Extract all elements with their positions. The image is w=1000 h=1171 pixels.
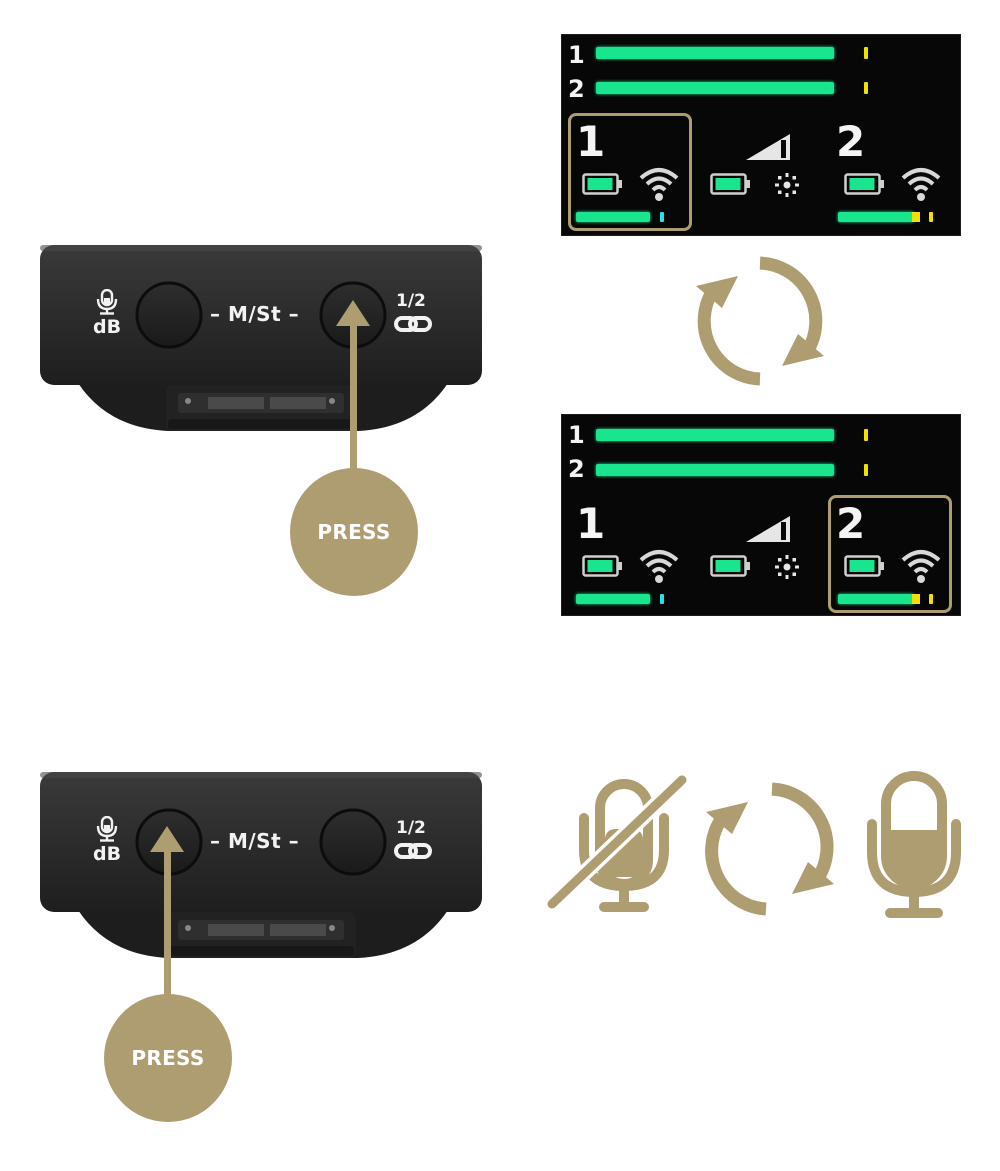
meter-label-2: 2	[568, 455, 585, 483]
press-pointer-line	[350, 322, 357, 472]
gain-ramp-icon	[746, 134, 790, 160]
device-body	[40, 245, 482, 431]
battery-icon	[582, 173, 622, 195]
channel-toggle-label: 1/2	[396, 291, 426, 311]
battery-icon	[710, 555, 750, 577]
channel-2-level-meter	[838, 212, 914, 222]
wireless-signal-icon	[901, 550, 941, 583]
meter-label-1: 1	[568, 41, 585, 69]
db-label: dB	[93, 843, 122, 865]
channel-1-level-meter	[576, 594, 650, 604]
channel-toggle-label: 1/2	[396, 818, 426, 838]
channel-2-peak	[929, 212, 933, 222]
display-screen-channel-2-selected: 1 2 1 2	[561, 414, 961, 616]
press-badge: PRESS	[290, 468, 418, 596]
channel-1-peak	[660, 594, 664, 604]
peak-indicator-2	[864, 464, 868, 476]
channel-2-level-yellow	[912, 594, 920, 604]
channel-1-peak	[660, 212, 664, 222]
device-top: dB – M/St – 1/2	[38, 243, 484, 443]
peak-indicator-2	[864, 82, 868, 94]
channel-2-level-yellow	[912, 212, 920, 222]
level-meter-1	[596, 47, 834, 59]
channel-2-peak	[929, 594, 933, 604]
selected-channel-highlight	[568, 113, 692, 231]
channel-label-2: 2	[836, 117, 866, 166]
mono-stereo-label: – M/St –	[210, 829, 300, 853]
pairing-sun-icon	[775, 173, 799, 197]
meter-label-2: 2	[568, 75, 585, 103]
display-screen-channel-1-selected: 1 2 1	[561, 34, 961, 236]
link-icon	[394, 843, 432, 859]
level-meter-2	[596, 82, 834, 94]
link-icon	[394, 316, 432, 332]
level-meter-2	[596, 464, 834, 476]
cycle-arrows-icon	[696, 256, 824, 386]
channel-label-2: 2	[836, 499, 866, 548]
cycle-arrows-icon	[705, 782, 834, 916]
mic-muted-icon	[546, 774, 688, 912]
battery-icon	[844, 555, 884, 577]
press-badge: PRESS	[104, 994, 232, 1122]
mic-active-icon	[867, 771, 961, 918]
level-meter-1	[596, 429, 834, 441]
selected-channel-highlight	[828, 495, 952, 613]
wireless-signal-icon	[639, 168, 679, 201]
gain-ramp-icon	[746, 516, 790, 542]
channel-link-button[interactable]	[321, 810, 385, 874]
press-label: PRESS	[317, 520, 391, 544]
mono-stereo-label: – M/St –	[210, 302, 300, 326]
device-bottom: dB – M/St – 1/2	[38, 770, 484, 970]
press-pointer-line	[164, 848, 171, 998]
battery-icon	[582, 555, 622, 577]
pairing-sun-icon	[775, 555, 799, 579]
arrow-up-icon	[150, 826, 184, 852]
channel-2-level-meter	[838, 594, 914, 604]
device-body	[40, 772, 482, 958]
peak-indicator-1	[864, 429, 868, 441]
db-label: dB	[93, 316, 122, 338]
channel-1-level-meter	[576, 212, 650, 222]
arrow-up-icon	[336, 300, 370, 326]
mic-icon	[96, 816, 118, 842]
press-label: PRESS	[131, 1046, 205, 1070]
channel-label-1: 1	[576, 499, 606, 548]
meter-label-1: 1	[568, 421, 585, 449]
wireless-signal-icon	[639, 550, 679, 583]
peak-indicator-1	[864, 47, 868, 59]
battery-icon	[710, 173, 750, 195]
battery-icon	[844, 173, 884, 195]
channel-label-1: 1	[576, 117, 606, 166]
mic-icon	[96, 289, 118, 315]
gain-mute-button[interactable]	[137, 283, 201, 347]
wireless-signal-icon	[901, 168, 941, 201]
